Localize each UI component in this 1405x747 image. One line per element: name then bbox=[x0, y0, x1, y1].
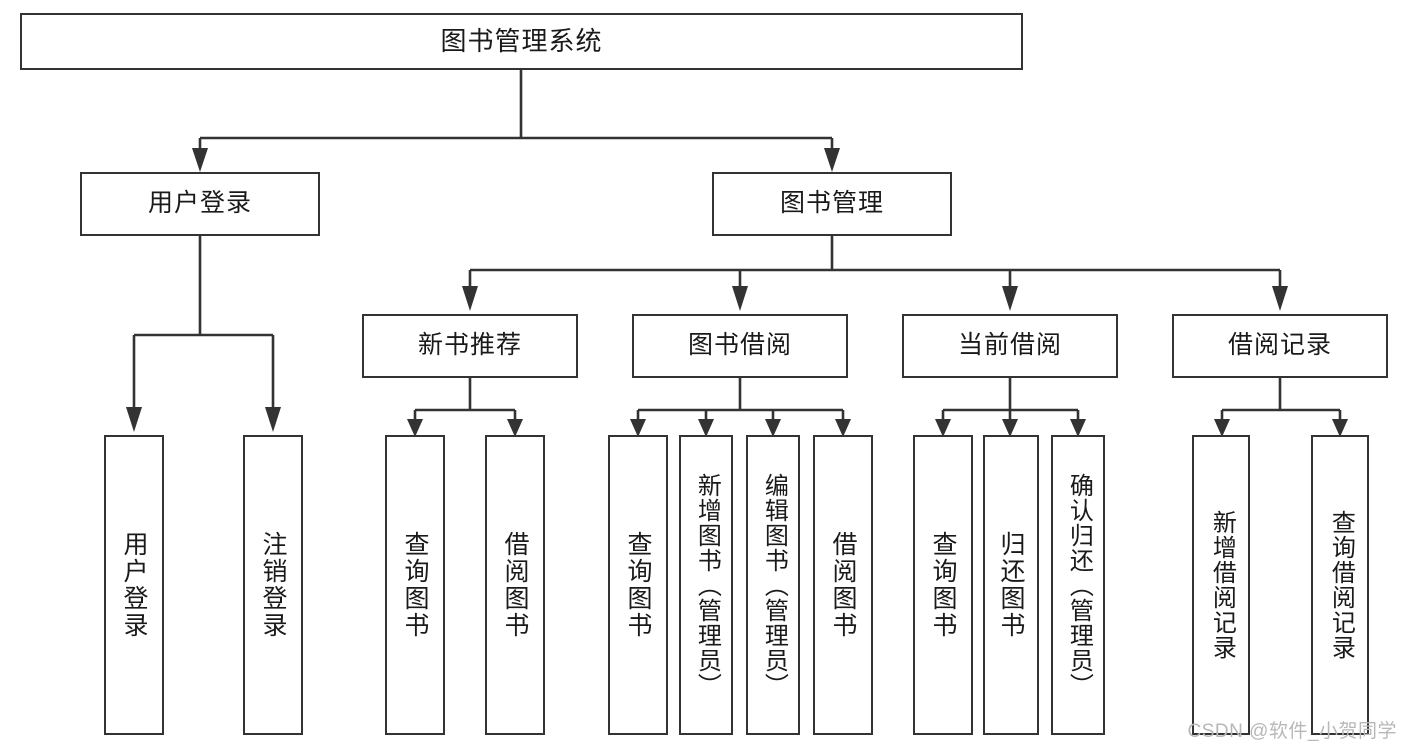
node-label: 当前借阅 bbox=[957, 331, 1062, 360]
node-label: 新增图书（管理员） bbox=[693, 472, 721, 698]
node-label: 查询图书 bbox=[624, 531, 652, 639]
leaf-user-login-signin[interactable]: 用户登录 bbox=[104, 435, 164, 735]
node-label: 归还图书 bbox=[997, 531, 1025, 639]
node-label: 借阅记录 bbox=[1227, 331, 1332, 360]
node-label: 图书管理 bbox=[779, 189, 884, 218]
node-user-login[interactable]: 用户登录 bbox=[80, 172, 320, 236]
leaf-current-return-book[interactable]: 归还图书 bbox=[983, 435, 1039, 735]
node-label: 查询图书 bbox=[929, 531, 957, 639]
leaf-new-book-borrow[interactable]: 借阅图书 bbox=[485, 435, 545, 735]
leaf-borrow-query-book[interactable]: 查询图书 bbox=[608, 435, 668, 735]
node-book-borrow[interactable]: 图书借阅 bbox=[632, 314, 848, 378]
leaf-borrow-borrow-book[interactable]: 借阅图书 bbox=[813, 435, 873, 735]
node-borrow-records[interactable]: 借阅记录 bbox=[1172, 314, 1388, 378]
node-label: 借阅图书 bbox=[829, 531, 857, 639]
node-label: 图书管理系统 bbox=[440, 26, 603, 57]
leaf-borrow-add-book-admin[interactable]: 新增图书（管理员） bbox=[679, 435, 733, 735]
node-label: 查询图书 bbox=[401, 531, 429, 639]
node-label: 查询借阅记录 bbox=[1327, 510, 1355, 660]
leaf-records-add-record[interactable]: 新增借阅记录 bbox=[1192, 435, 1250, 735]
node-label: 图书借阅 bbox=[687, 331, 792, 360]
node-label: 用户登录 bbox=[120, 531, 148, 639]
node-label: 注销登录 bbox=[259, 531, 287, 639]
leaf-current-confirm-return-admin[interactable]: 确认归还（管理员） bbox=[1051, 435, 1105, 735]
node-label: 借阅图书 bbox=[501, 531, 529, 639]
node-label: 新书推荐 bbox=[417, 331, 522, 360]
watermark-csdn: CSDN @软件_小贺同学 bbox=[1187, 721, 1397, 742]
leaf-user-login-signout[interactable]: 注销登录 bbox=[243, 435, 303, 735]
leaf-current-query-book[interactable]: 查询图书 bbox=[913, 435, 973, 735]
node-label: 编辑图书（管理员） bbox=[760, 472, 788, 698]
node-book-management[interactable]: 图书管理 bbox=[712, 172, 952, 236]
node-current-borrow[interactable]: 当前借阅 bbox=[902, 314, 1118, 378]
node-label: 用户登录 bbox=[147, 189, 252, 218]
node-root-system[interactable]: 图书管理系统 bbox=[20, 13, 1023, 70]
leaf-records-query-record[interactable]: 查询借阅记录 bbox=[1311, 435, 1369, 735]
node-label: 新增借阅记录 bbox=[1208, 510, 1236, 660]
leaf-new-book-query[interactable]: 查询图书 bbox=[385, 435, 445, 735]
node-new-book-recommend[interactable]: 新书推荐 bbox=[362, 314, 578, 378]
node-label: 确认归还（管理员） bbox=[1065, 472, 1093, 698]
leaf-borrow-edit-book-admin[interactable]: 编辑图书（管理员） bbox=[746, 435, 800, 735]
